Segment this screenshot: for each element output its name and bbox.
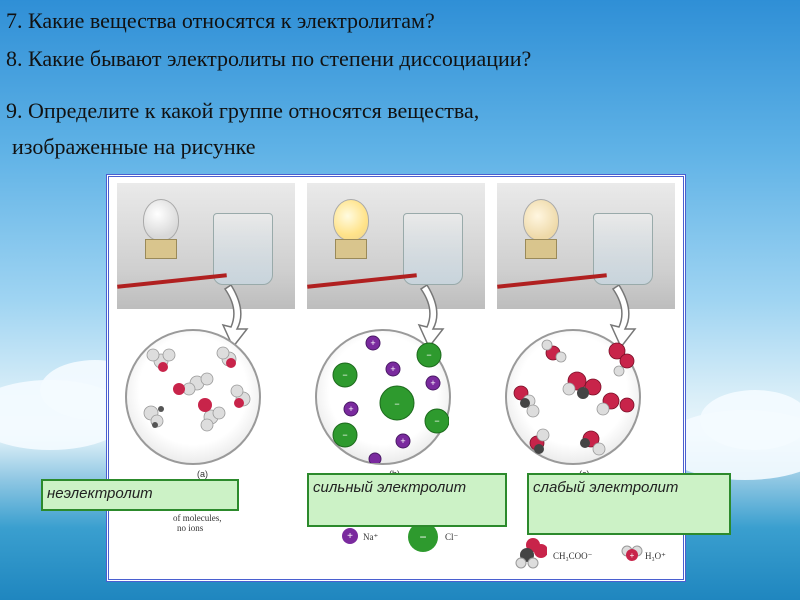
weak-electrolyte-molecules-icon xyxy=(513,339,635,456)
svg-text:−: − xyxy=(434,416,439,426)
svg-text:+: + xyxy=(400,436,405,446)
arrow-icon xyxy=(417,285,445,347)
label-nonelectrolyte: неэлектролит xyxy=(41,479,239,511)
molecular-view-b: + + + + + − − − − − xyxy=(315,329,451,466)
arrow-icon xyxy=(609,285,637,347)
bulb-icon xyxy=(143,199,179,241)
legend-text-a2: no ions xyxy=(177,523,204,533)
svg-text:−: − xyxy=(419,530,426,544)
question-8: 8. Какие бывают электролиты по степени д… xyxy=(6,46,532,71)
legend-na: Na⁺ xyxy=(363,532,379,542)
label-strong-electrolyte: сильный электролит xyxy=(307,473,507,527)
legend-text-a1: of molecules, xyxy=(173,513,222,523)
apparatus-photo-a xyxy=(117,183,295,309)
question-7: 7. Какие вещества относятся к электролит… xyxy=(6,8,435,33)
hydronium-ion-icon: + xyxy=(621,545,643,561)
sodium-ion-icon: + xyxy=(342,528,358,544)
svg-text:+: + xyxy=(348,404,353,414)
apparatus-photo-b xyxy=(307,183,485,309)
svg-text:−: − xyxy=(342,370,347,380)
molecules-icon xyxy=(143,346,251,432)
question-9-line-1: 9. Определите к какой группе относятся в… xyxy=(6,98,480,123)
molecular-view-c xyxy=(505,329,641,465)
bulb-lit-icon xyxy=(333,199,369,241)
legend-hydronium: H₃O⁺ xyxy=(645,551,666,561)
svg-text:−: − xyxy=(394,399,399,409)
svg-text:+: + xyxy=(370,338,375,348)
chloride-ion-icon: − xyxy=(408,522,438,552)
bulb-dim-icon xyxy=(523,199,559,241)
legend-cl: Cl⁻ xyxy=(445,532,459,542)
svg-text:+: + xyxy=(430,378,435,388)
electrolyte-figure: +++ ++ −−− −− (a) (b) (c) of m xyxy=(41,174,731,582)
svg-text:−: − xyxy=(342,430,347,440)
caption-a: (a) xyxy=(197,469,208,479)
arrow-icon xyxy=(221,285,249,347)
ions-icon: + + + + + − − − − − xyxy=(332,335,450,466)
svg-text:+: + xyxy=(347,531,353,542)
question-9-line-2: изображенные на рисунке xyxy=(12,134,256,159)
svg-text:−: − xyxy=(426,350,431,360)
label-weak-electrolyte: слабый электролит xyxy=(527,473,731,535)
cloud-decoration xyxy=(700,390,800,450)
svg-text:+: + xyxy=(630,551,635,560)
beaker-icon xyxy=(403,213,463,285)
beaker-icon xyxy=(593,213,653,285)
svg-text:+: + xyxy=(390,364,395,374)
acetate-ion-icon xyxy=(515,538,547,569)
legend-acetate: CH₃COO⁻ xyxy=(553,551,593,561)
beaker-icon xyxy=(213,213,273,285)
molecular-view-a xyxy=(125,329,261,465)
apparatus-photo-c xyxy=(497,183,675,309)
